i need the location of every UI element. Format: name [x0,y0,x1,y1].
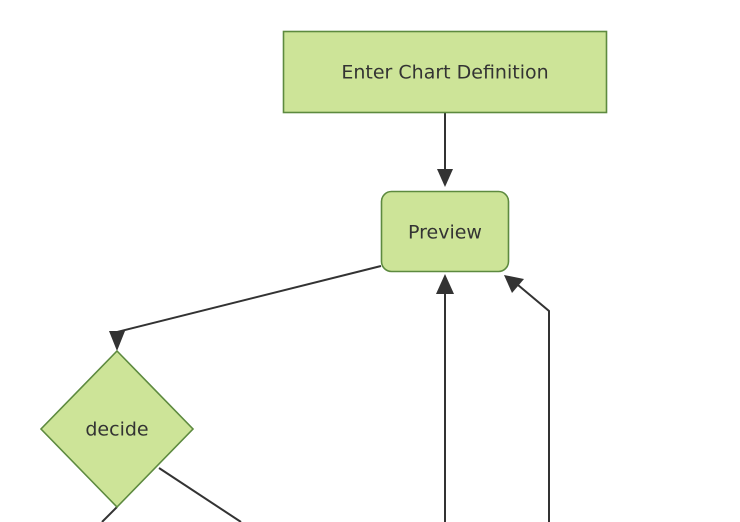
edge-line [116,265,382,336]
edge-line [158,467,242,522]
edge-layer [101,113,550,522]
arrowhead-icon [504,275,524,293]
node-enter-chart-definition[interactable]: Enter Chart Definition [282,30,608,114]
arrowhead-icon [437,169,453,187]
edge-bottom-center-to-preview [436,274,454,522]
edge-decide-down-right [158,467,242,522]
arrowhead-icon [109,331,125,351]
arrowhead-icon [436,274,454,294]
edge-line [101,506,118,522]
node-label: decide [85,419,148,441]
edge-line [517,284,550,522]
edge-decide-down-left [101,506,118,522]
node-label: Enter Chart Definition [341,62,548,84]
edge-enter-to-preview [437,113,453,187]
node-label: Preview [408,222,482,244]
node-shape-rounded-rectangle [380,190,510,273]
node-layer: Enter Chart Definition Preview decide [39,30,608,509]
edge-bottom-right-to-preview [504,275,550,522]
node-shape-diamond [39,349,195,509]
node-preview[interactable]: Preview [380,190,510,273]
node-decide[interactable]: decide [39,349,195,509]
edge-preview-to-decide [109,265,382,351]
node-shape-rectangle [282,30,608,114]
